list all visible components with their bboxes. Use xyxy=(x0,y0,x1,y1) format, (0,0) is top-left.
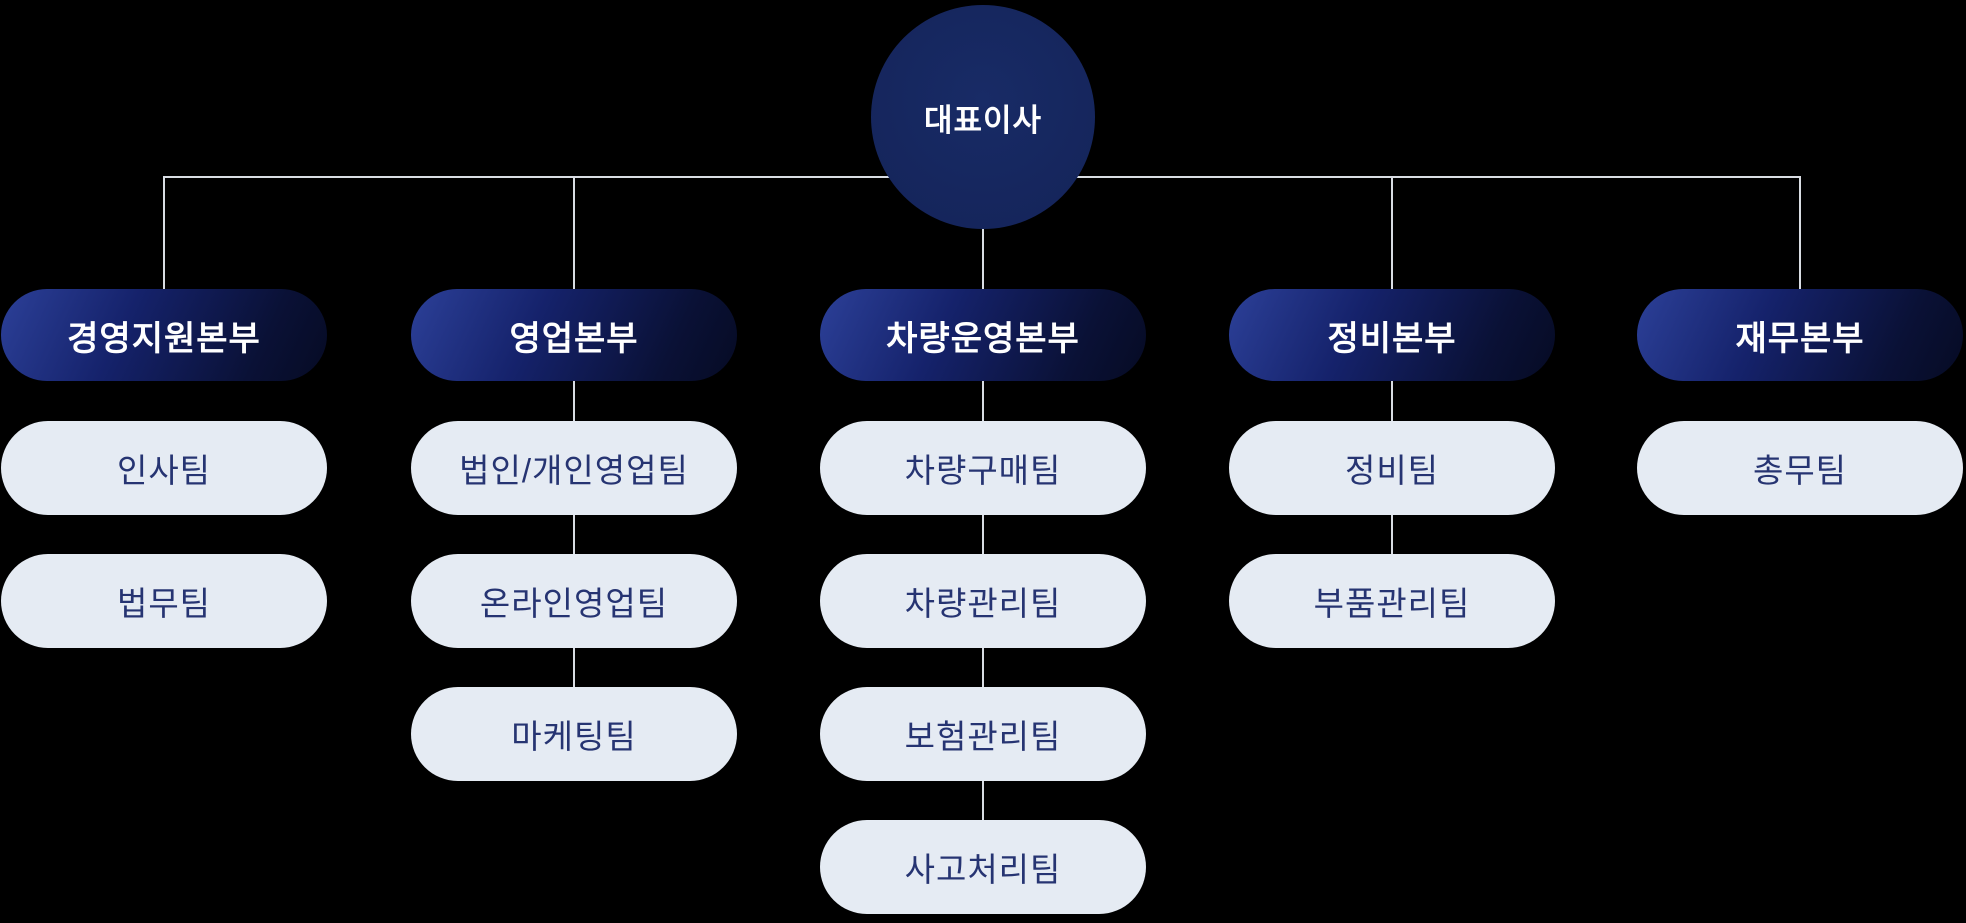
dept-node-maintenance: 정비본부 xyxy=(1229,289,1555,381)
team-node: 총무팀 xyxy=(1637,421,1963,515)
connector-line xyxy=(163,176,165,290)
connector-line xyxy=(1391,515,1393,554)
team-label: 인사팀 xyxy=(116,452,212,489)
dept-label: 영업본부 xyxy=(509,319,639,358)
team-label: 차량관리팀 xyxy=(904,585,1062,622)
connector-line xyxy=(1799,176,1801,290)
team-label: 총무팀 xyxy=(1752,452,1848,489)
team-node: 온라인영업팀 xyxy=(411,554,737,648)
team-node: 차량관리팀 xyxy=(820,554,1146,648)
connector-line xyxy=(982,515,984,554)
team-label: 정비팀 xyxy=(1344,452,1440,489)
team-label: 보험관리팀 xyxy=(904,718,1062,755)
connector-line xyxy=(982,176,984,290)
connector-line xyxy=(982,648,984,687)
team-label: 사고처리팀 xyxy=(904,851,1062,888)
team-node: 법무팀 xyxy=(1,554,327,648)
team-label: 부품관리팀 xyxy=(1313,585,1471,622)
team-label: 온라인영업팀 xyxy=(479,585,669,622)
connector-line xyxy=(573,515,575,554)
connector-line xyxy=(573,648,575,687)
dept-node-finance: 재무본부 xyxy=(1637,289,1963,381)
team-node: 부품관리팀 xyxy=(1229,554,1555,648)
dept-label: 차량운영본부 xyxy=(886,319,1080,358)
connector-line xyxy=(573,381,575,421)
connector-line xyxy=(1391,176,1393,290)
dept-node-sales: 영업본부 xyxy=(411,289,737,381)
ceo-label: 대표이사 xyxy=(923,102,1043,138)
team-node: 정비팀 xyxy=(1229,421,1555,515)
dept-node-vehicle-operations: 차량운영본부 xyxy=(820,289,1146,381)
team-label: 마케팅팀 xyxy=(511,718,637,755)
dept-label: 정비본부 xyxy=(1327,319,1457,358)
team-node: 인사팀 xyxy=(1,421,327,515)
connector-line xyxy=(982,781,984,820)
connector-line xyxy=(982,381,984,421)
team-node: 차량구매팀 xyxy=(820,421,1146,515)
dept-label: 경영지원본부 xyxy=(67,319,261,358)
dept-node-management-support: 경영지원본부 xyxy=(1,289,327,381)
team-label: 법무팀 xyxy=(116,585,212,622)
connector-line xyxy=(573,176,575,290)
team-node: 보험관리팀 xyxy=(820,687,1146,781)
connector-line xyxy=(1391,381,1393,421)
team-node: 마케팅팀 xyxy=(411,687,737,781)
dept-label: 재무본부 xyxy=(1735,319,1865,358)
team-label: 차량구매팀 xyxy=(904,452,1062,489)
team-node: 법인/개인영업팀 xyxy=(411,421,737,515)
team-label: 법인/개인영업팀 xyxy=(459,452,689,489)
ceo-node: 대표이사 xyxy=(871,5,1095,229)
team-node: 사고처리팀 xyxy=(820,820,1146,914)
